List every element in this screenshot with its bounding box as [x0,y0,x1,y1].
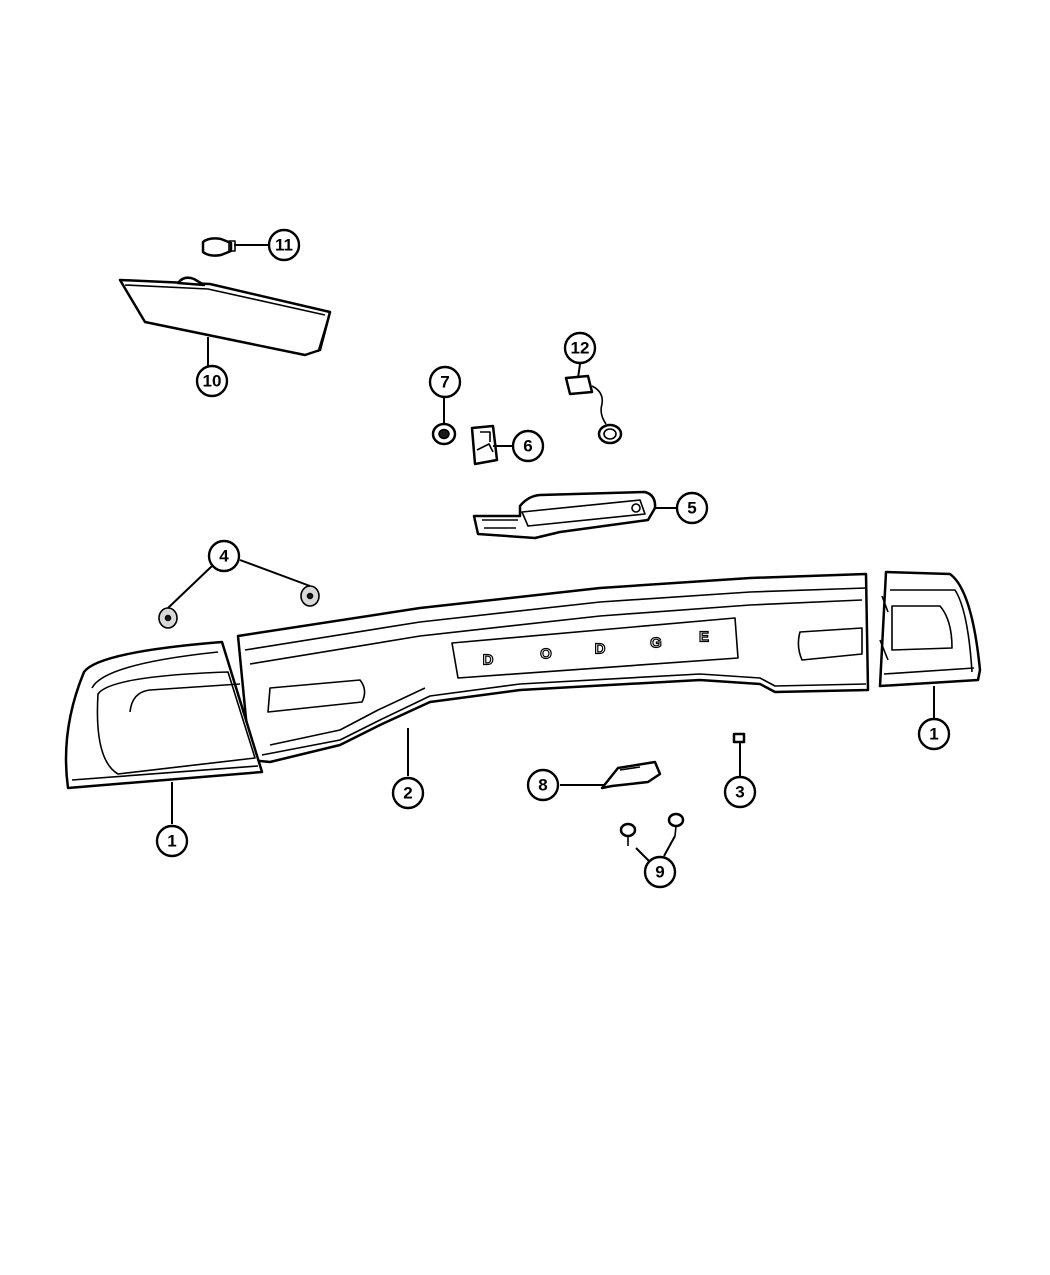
badge-letter-5: E [699,629,709,646]
callout-1-left: 1 [155,824,189,858]
callout-8: 8 [526,768,560,802]
badge-letter-3: D [595,641,606,658]
callout-10: 10 [195,364,229,398]
callout-6: 6 [511,429,545,463]
callout-2: 2 [391,776,425,810]
callout-1-right: 1 [917,717,951,751]
svg-text:6: 6 [523,437,532,456]
svg-text:5: 5 [687,499,696,518]
svg-text:1: 1 [929,725,938,744]
callout-12: 12 [563,331,597,365]
svg-text:4: 4 [219,547,229,566]
chmsl-lamp-part [472,490,657,540]
callout-3: 3 [723,775,757,809]
leader-lines [167,244,935,865]
screw-part-right [667,812,685,837]
svg-text:11: 11 [275,236,293,255]
svg-text:1: 1 [167,832,176,851]
svg-text:8: 8 [538,776,547,795]
badge-letter-4: G [650,635,662,652]
rear-applique-panel-part [236,572,870,764]
tail-lamp-right-part [878,570,982,688]
nut-part-right [300,585,320,607]
svg-text:9: 9 [655,863,664,882]
dodge-badge: D O D G E [482,628,710,669]
svg-text:3: 3 [735,783,744,802]
svg-text:7: 7 [440,373,449,392]
callout-9: 9 [643,855,677,889]
screw-part-left [619,822,637,846]
grommet-part [431,422,457,446]
nut-part-left [158,607,178,629]
wiring-pigtail-part [564,374,623,445]
clip-part [732,732,746,744]
callout-7: 7 [428,365,462,399]
license-lamp-part [600,760,662,790]
side-marker-lamp-part [118,276,332,357]
bulb-socket-part [201,237,236,257]
badge-letter-2: O [540,646,552,663]
badge-letter-1: D [483,652,494,669]
callout-5: 5 [675,491,709,525]
svg-text:12: 12 [571,339,590,358]
svg-text:2: 2 [403,784,412,803]
callout-4: 4 [207,539,241,573]
svg-text:10: 10 [203,372,222,391]
bracket-part [470,424,499,466]
callout-11: 11 [267,228,301,262]
tail-lamp-left-part [64,640,264,790]
